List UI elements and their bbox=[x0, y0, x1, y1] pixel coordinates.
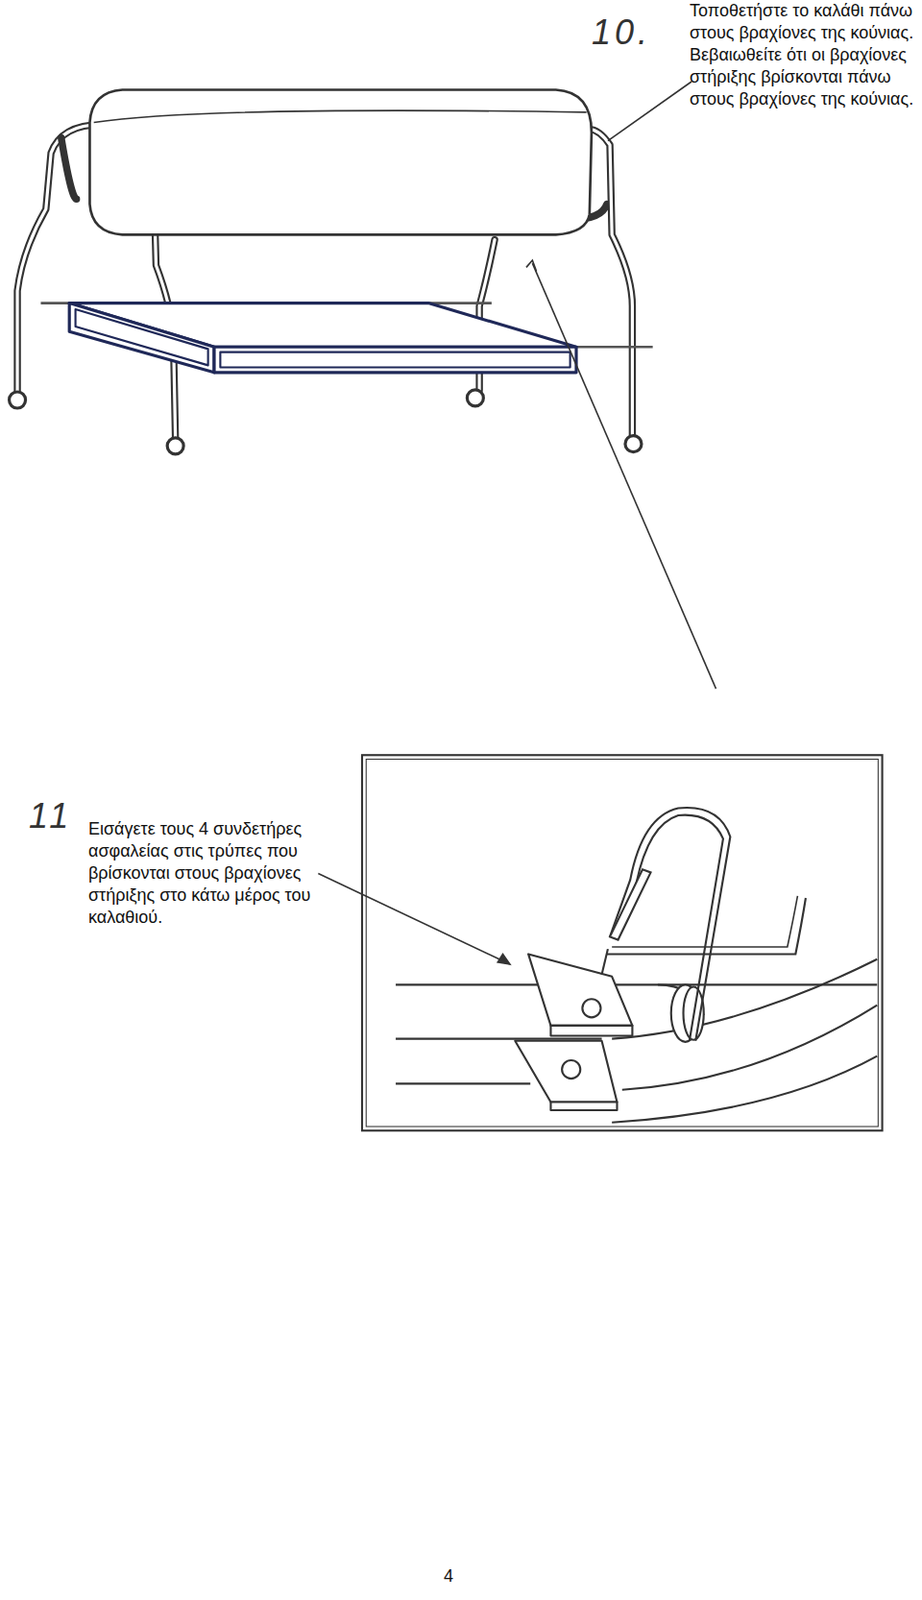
safety-pin-part bbox=[602, 948, 608, 975]
leader-lines-part bbox=[526, 260, 537, 272]
lower-tray bbox=[69, 303, 577, 373]
safety-pin bbox=[602, 807, 731, 1042]
detail-inset bbox=[362, 754, 883, 1131]
wheels-part bbox=[167, 437, 184, 455]
leader-lines-part bbox=[317, 873, 510, 966]
leader-lines-part bbox=[532, 263, 716, 689]
frame-front-tube bbox=[61, 137, 77, 199]
frame-front-tube-part bbox=[61, 137, 77, 199]
basket-part bbox=[89, 90, 591, 236]
bracket-part bbox=[514, 1041, 617, 1103]
wheels-part bbox=[625, 436, 642, 453]
bracket-part bbox=[550, 1025, 632, 1037]
lower-tray-part bbox=[219, 352, 570, 368]
wheels-part bbox=[466, 389, 484, 407]
step-number: 11 bbox=[28, 797, 73, 836]
leader-lines-part bbox=[497, 953, 510, 965]
detail-inset-part bbox=[395, 1038, 603, 1041]
detail-inset-part bbox=[611, 959, 877, 1040]
wheels-part bbox=[9, 391, 26, 409]
bracket-part bbox=[582, 998, 601, 1018]
lower-tray-part bbox=[214, 346, 577, 373]
page-number: 4 bbox=[443, 1565, 454, 1588]
detail-inset-part bbox=[365, 759, 878, 1128]
detail-inset-part bbox=[362, 754, 883, 1131]
bracket-part bbox=[561, 1060, 581, 1079]
safety-pin-part bbox=[609, 869, 651, 940]
detail-inset-part bbox=[611, 1056, 877, 1123]
detail-inset-part bbox=[395, 983, 877, 986]
safety-pin-part bbox=[609, 807, 730, 1042]
instruction-text: Τοποθετήστε το καλάθι πάνω στους βραχίον… bbox=[689, 0, 919, 111]
bracket bbox=[514, 953, 704, 1111]
bracket-part bbox=[550, 1102, 617, 1112]
safety-pin-part bbox=[615, 815, 724, 1042]
lower-tray-part bbox=[69, 303, 215, 373]
bracket-part bbox=[528, 953, 632, 1025]
detail-inset-part bbox=[395, 1082, 531, 1085]
detail-inset-part bbox=[611, 896, 798, 947]
detail-inset-part bbox=[622, 1005, 877, 1091]
wheels bbox=[9, 389, 642, 455]
basket-part bbox=[94, 110, 587, 122]
step-number: 10. bbox=[591, 13, 652, 52]
instruction-text: Εισάγετε τους 4 συνδετήρες ασφαλείας στι… bbox=[88, 818, 312, 929]
leader-lines-part bbox=[607, 81, 692, 142]
lower-tray-part bbox=[75, 309, 209, 365]
basket bbox=[89, 90, 591, 236]
